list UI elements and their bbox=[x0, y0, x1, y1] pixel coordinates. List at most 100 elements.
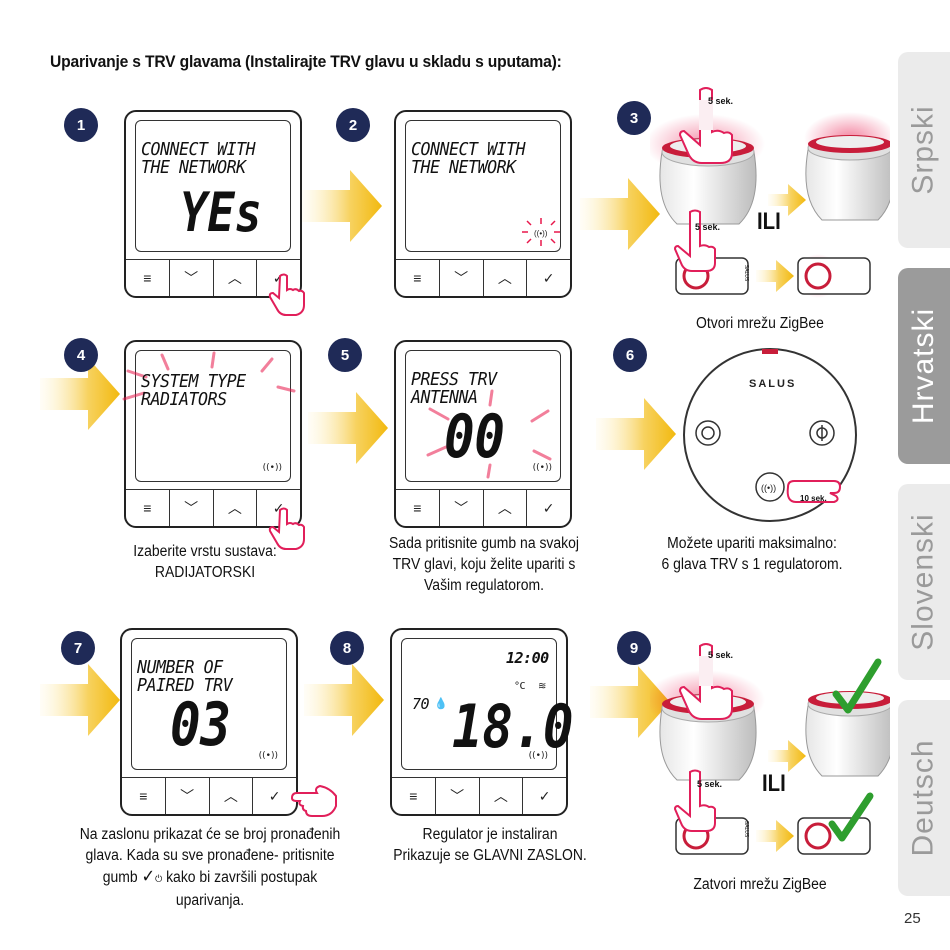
caption-line: Regulator je instaliran bbox=[422, 826, 558, 843]
caption-step-8: Regulator je instaliran Prikazuje se GLA… bbox=[389, 824, 591, 866]
caption-line: Na zaslonu prikazat će se broj pronađeni… bbox=[79, 826, 341, 843]
press-duration-label: 5 sek. bbox=[708, 650, 734, 660]
step-badge-9: 9 bbox=[617, 631, 651, 665]
lcd-line1: CONNECT WITH bbox=[411, 139, 526, 160]
lcd-big-value: YEs bbox=[180, 181, 262, 244]
down-button[interactable]: ﹀ bbox=[170, 490, 214, 526]
lcd-big-value: 03 bbox=[170, 690, 231, 760]
up-button[interactable]: ︿ bbox=[214, 490, 258, 526]
caption-line: uparivanja. bbox=[175, 892, 245, 909]
down-button[interactable]: ﹀ bbox=[436, 778, 480, 814]
tab-label: Deutsch bbox=[907, 739, 940, 857]
lcd-line2: PAIRED TRV bbox=[137, 675, 233, 696]
button-row: ≡ ﹀ ︿ ✓ bbox=[122, 777, 296, 814]
step-badge-7: 7 bbox=[61, 631, 95, 665]
lcd-line1: NUMBER OF bbox=[137, 657, 223, 678]
signal-icon: ((•)) bbox=[532, 463, 552, 473]
caption-step-6: Možete upariti maksimalno: 6 glava TRV s… bbox=[657, 533, 848, 575]
flashing-signal-icon: ((•)) bbox=[522, 218, 560, 246]
lcd-screen: 12:00 70 💧 °C ≋ 18.0 ((•)) bbox=[401, 638, 574, 770]
lcd-line1: SYSTEM TYPE bbox=[141, 371, 246, 392]
caption-line: Sada pritisnite gumb na svakoj bbox=[389, 535, 579, 552]
menu-button[interactable]: ≡ bbox=[392, 778, 436, 814]
tab-srpski[interactable]: Srpski bbox=[898, 52, 950, 248]
thermostat-step-1: CONNECT WITH THE NETWORK YEs ≡ ﹀ ︿ ✓ bbox=[124, 110, 302, 298]
menu-button[interactable]: ≡ bbox=[396, 490, 440, 526]
thermostat-step-5: PRESS TRV ANTENNA 00 ((•)) ≡ ﹀ ︿ ✓ bbox=[394, 340, 572, 528]
brand-label: SALUS bbox=[743, 820, 750, 838]
step-badge-3: 3 bbox=[617, 101, 651, 135]
lcd-line1: CONNECT WITH bbox=[141, 139, 256, 160]
ok-button[interactable]: ✓ bbox=[268, 787, 281, 804]
lcd-line1: PRESS TRV bbox=[411, 369, 497, 390]
arrow-right-icon bbox=[40, 664, 120, 736]
up-button[interactable]: ︿ bbox=[210, 778, 254, 814]
tab-deutsch[interactable]: Deutsch bbox=[898, 700, 950, 896]
ok-button[interactable]: ✓ bbox=[272, 499, 285, 516]
signal-icon: ((•)) bbox=[528, 751, 548, 761]
press-duration-label: 5 sek. bbox=[697, 779, 723, 789]
power-icon: ⏻ bbox=[155, 874, 163, 885]
lcd-big-value: 00 bbox=[444, 402, 505, 472]
caption-step-7: Na zaslonu prikazat će se broj pronađeni… bbox=[66, 824, 354, 911]
down-button[interactable]: ﹀ bbox=[440, 260, 484, 296]
up-button[interactable]: ︿ bbox=[480, 778, 524, 814]
down-button[interactable]: ﹀ bbox=[170, 260, 214, 296]
tab-slovenski[interactable]: Slovenski bbox=[898, 484, 950, 680]
ok-button[interactable]: ✓ bbox=[272, 269, 285, 286]
thermostat-step-7: NUMBER OF PAIRED TRV 03 ((•)) ≡ ﹀ ︿ ✓ bbox=[120, 628, 298, 816]
caption-text: kako bi završili postupak bbox=[166, 869, 318, 886]
caption-step-5: Sada pritisnite gumb na svakoj TRV glavi… bbox=[378, 533, 590, 596]
page-number: 25 bbox=[904, 910, 921, 927]
ok-button[interactable]: ✓ bbox=[542, 499, 555, 516]
press-duration-label: 5 sek. bbox=[708, 96, 734, 106]
down-button[interactable]: ﹀ bbox=[440, 490, 484, 526]
lcd-screen: SYSTEM TYPE RADIATORS ((•)) bbox=[122, 350, 296, 482]
button-row: ≡ ﹀ ︿ ✓ bbox=[126, 259, 300, 296]
up-button[interactable]: ︿ bbox=[484, 490, 528, 526]
caption-line: Možete upariti maksimalno: bbox=[667, 535, 837, 552]
caption-line: Prikazuje se GLAVNI ZASLON. bbox=[393, 847, 587, 864]
step-badge-2: 2 bbox=[336, 108, 370, 142]
button-row: ≡ ﹀ ︿ ✓ bbox=[396, 259, 570, 296]
arrow-right-icon bbox=[40, 358, 120, 430]
menu-button[interactable]: ≡ bbox=[126, 490, 170, 526]
down-button[interactable]: ﹀ bbox=[166, 778, 210, 814]
ok-check-icon: ✓ bbox=[141, 866, 156, 886]
tab-label: Hrvatski bbox=[907, 307, 940, 425]
ok-button[interactable]: ✓ bbox=[542, 269, 555, 286]
page-heading: Uparivanje s TRV glavama (Instalirajte T… bbox=[50, 52, 562, 71]
tab-hrvatski[interactable]: Hrvatski bbox=[898, 268, 950, 464]
arrow-right-icon bbox=[308, 392, 388, 464]
brand-label: SALUS bbox=[743, 264, 750, 282]
button-row: ≡ ﹀ ︿ ✓ bbox=[396, 489, 570, 526]
caption-line: gumb ✓⏻ kako bi završili postupak bbox=[66, 866, 354, 890]
caption-step-9: Zatvori mrežu ZigBee bbox=[693, 876, 827, 893]
menu-button[interactable]: ≡ bbox=[122, 778, 166, 814]
button-row: ≡ ﹀ ︿ ✓ bbox=[392, 777, 566, 814]
hand-pointer-icon bbox=[290, 784, 337, 817]
trv-illustration-close bbox=[650, 643, 890, 855]
caption-line: TRV glavi, koju želite upariti s bbox=[392, 556, 576, 573]
ok-button[interactable]: ✓ bbox=[538, 787, 551, 804]
menu-button[interactable]: ≡ bbox=[396, 260, 440, 296]
menu-button[interactable]: ≡ bbox=[126, 260, 170, 296]
svg-text:((•)): ((•)) bbox=[761, 483, 776, 493]
trv-receiver-device: ((•)) bbox=[683, 348, 857, 522]
signal-icon: ((•)) bbox=[258, 751, 278, 761]
lcd-time: 12:00 bbox=[506, 649, 549, 667]
thermostat-step-2: CONNECT WITH THE NETWORK ((•)) ≡ ﹀ ︿ ✓ bbox=[394, 110, 572, 298]
heating-icon: ≋ bbox=[538, 681, 547, 692]
thermostat-step-8: 12:00 70 💧 °C ≋ 18.0 ((•)) ≡ ﹀ ︿ ✓ bbox=[390, 628, 574, 816]
up-button[interactable]: ︿ bbox=[214, 260, 258, 296]
up-button[interactable]: ︿ bbox=[484, 260, 528, 296]
lcd-unit: °C bbox=[514, 681, 526, 692]
flash-rays bbox=[122, 351, 296, 401]
caption-step-3: Otvori mrežu ZigBee bbox=[696, 315, 824, 332]
arrow-right-icon bbox=[596, 398, 676, 470]
flash-rays bbox=[426, 389, 552, 479]
trv-illustration-open bbox=[650, 87, 890, 298]
step-badge-6: 6 bbox=[613, 338, 647, 372]
step-badge-5: 5 bbox=[328, 338, 362, 372]
brand-logo: SALUS bbox=[749, 378, 797, 390]
